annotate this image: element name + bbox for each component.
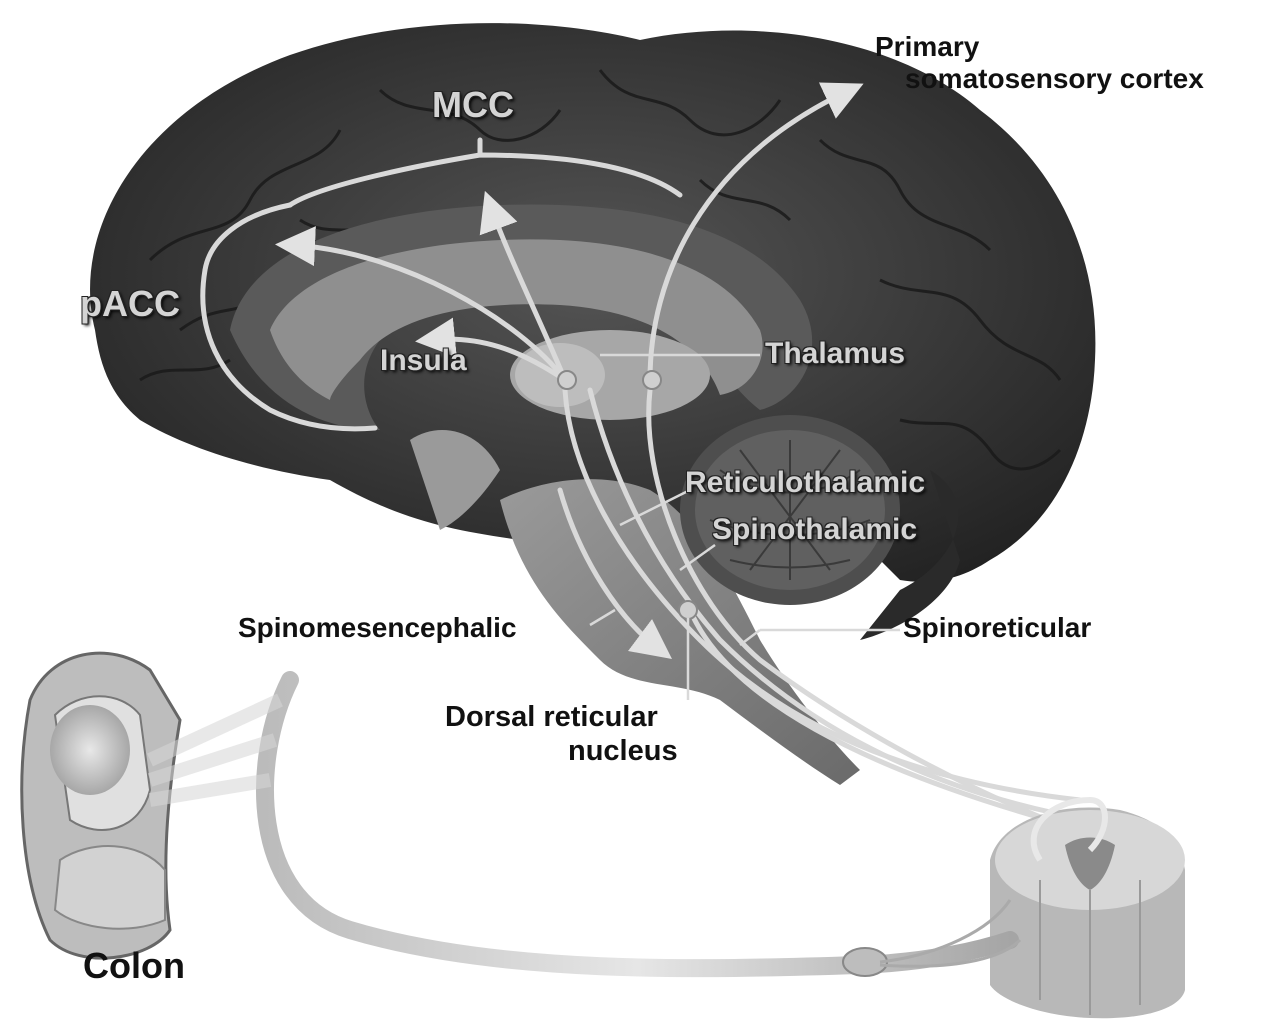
label-thalamus: Thalamus (765, 339, 905, 369)
label-dorsal-reticular-line2: nucleus (568, 737, 678, 766)
label-primary-somatosensory-line1: Primary (875, 33, 979, 61)
label-mcc: MCC (432, 87, 514, 123)
spinal-cord-segment (990, 800, 1185, 1018)
label-spinomesencephalic: Spinomesencephalic (238, 614, 517, 642)
label-colon: Colon (83, 948, 185, 984)
label-dorsal-reticular-line1: Dorsal reticular (445, 703, 658, 732)
cerebellum (680, 415, 900, 605)
label-pacc: pACC (80, 286, 180, 322)
label-spinoreticular: Spinoreticular (903, 614, 1091, 642)
label-spinothalamic: Spinothalamic (712, 515, 917, 545)
label-primary-somatosensory-line2: somatosensory cortex (905, 65, 1204, 93)
colon-illustration (22, 653, 280, 958)
label-reticulothalamic: Reticulothalamic (685, 468, 925, 498)
label-insula: Insula (380, 346, 467, 376)
